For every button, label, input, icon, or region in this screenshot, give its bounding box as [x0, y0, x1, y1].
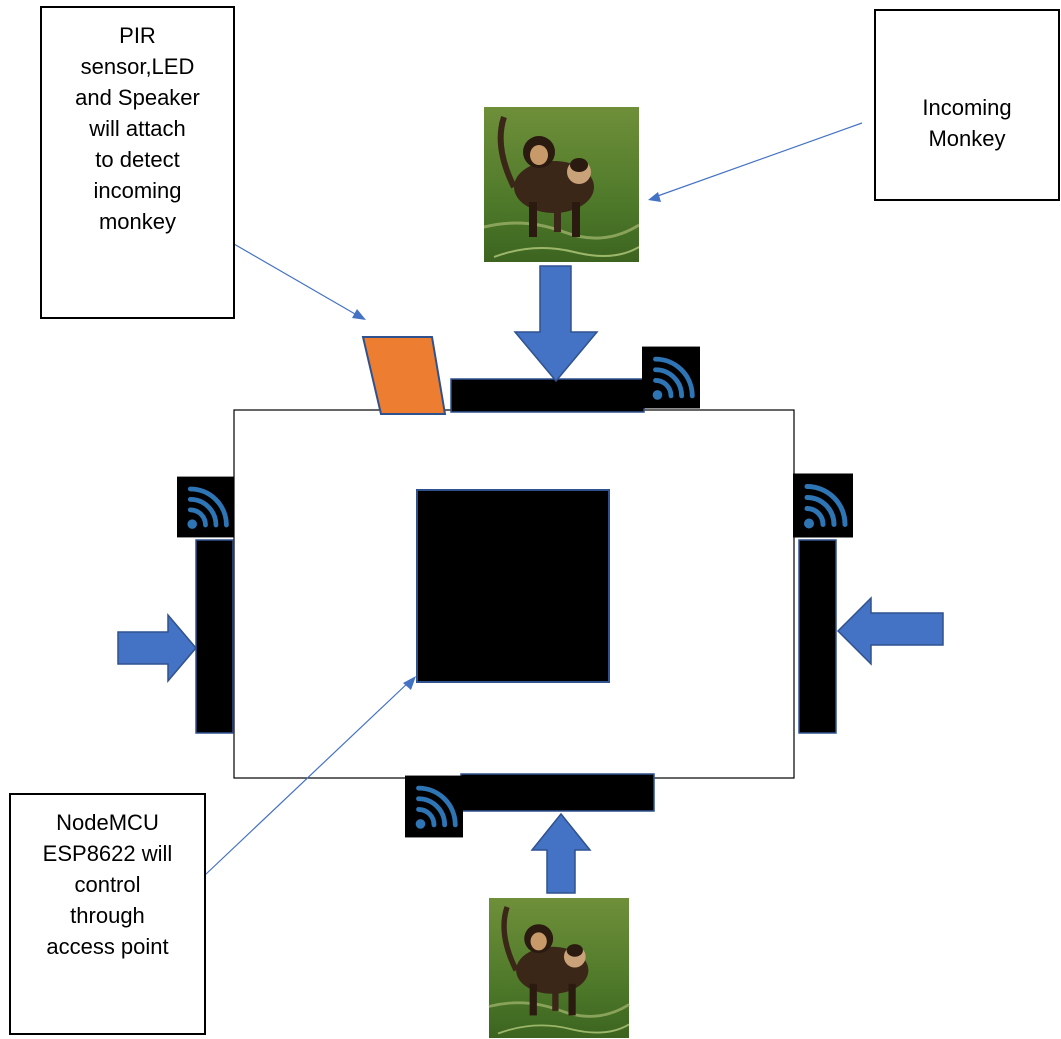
arrow-up-icon [530, 812, 592, 894]
callout-nodemcu: NodeMCU ESP8622 will control through acc… [9, 793, 206, 1035]
leader-arrowhead [648, 192, 661, 202]
arrow-left-icon [836, 596, 944, 666]
arrow-right-icon [117, 612, 197, 684]
callout-incoming-monkey: Incoming Monkey [874, 9, 1060, 201]
leader-arrowhead [403, 676, 416, 690]
leader-line-pir [233, 243, 363, 319]
sensor-bar-top [450, 378, 645, 413]
sensor-bar-left [195, 539, 234, 734]
pir-sensor-icon [361, 336, 447, 415]
wifi-icon [405, 776, 463, 838]
sensor-bar-bottom [460, 773, 655, 812]
callout-pir-sensor: PIR sensor,LED and Speaker will attach t… [40, 6, 235, 319]
leader-line-monkey [651, 122, 863, 199]
wifi-icon [793, 474, 853, 538]
wifi-icon [642, 347, 700, 409]
wifi-icon [177, 477, 234, 538]
nodemcu-block [416, 489, 610, 683]
leader-arrowhead [352, 309, 366, 320]
arrow-down-icon [513, 265, 599, 383]
leader-line-mcu [204, 679, 412, 876]
sensor-bar-right [798, 539, 837, 734]
monkey-photo-icon [489, 898, 629, 1038]
monkey-photo-icon [484, 107, 639, 262]
